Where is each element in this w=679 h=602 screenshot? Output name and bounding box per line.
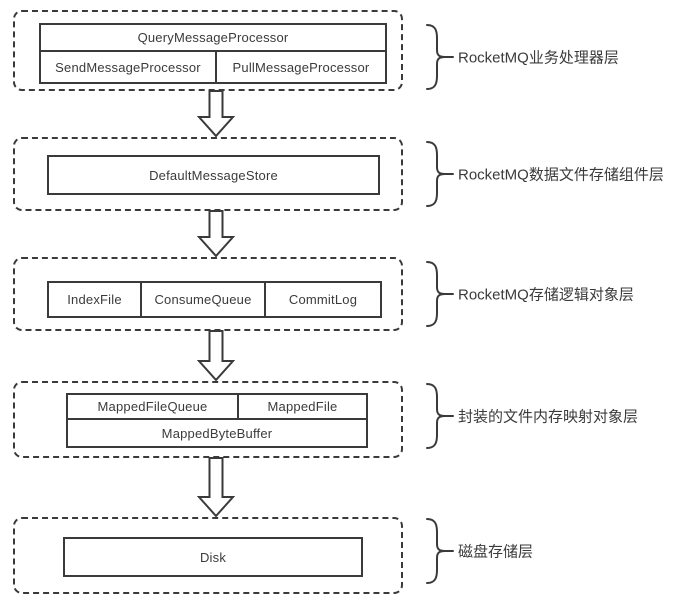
brace-icon [426,141,454,207]
layer-label-mmap-objects: 封装的文件内存映射对象层 [458,408,639,426]
layer-label-logical-objects: RocketMQ存储逻辑对象层 [458,286,634,304]
store-component-table: DefaultMessageStore [47,155,380,195]
arrow-down-icon [197,330,235,381]
node-query-message-processor: QueryMessageProcessor [137,30,289,45]
arrow-down-icon [197,90,235,137]
layer-label-store-component: RocketMQ数据文件存储组件层 [458,166,664,184]
arrow-down-icon [197,210,235,257]
node-pull-message-processor: PullMessageProcessor [232,59,370,75]
node-mapped-file-queue: MappedFileQueue [68,395,239,418]
node-consume-queue: ConsumeQueue [142,283,266,316]
node-commit-log: CommitLog [288,292,358,307]
brace-icon [426,518,454,584]
node-mapped-byte-buffer: MappedByteBuffer [161,425,273,441]
logical-objects-table: IndexFile ConsumeQueue CommitLog [47,281,382,318]
mmap-objects-table: MappedFileQueue MappedFile MappedByteBuf… [66,393,368,448]
node-index-file: IndexFile [49,283,142,316]
brace-icon [426,261,454,327]
brace-icon [426,24,454,90]
node-disk: Disk [199,549,227,565]
layer-label-business-processors: RocketMQ业务处理器层 [458,49,619,67]
node-default-message-store: DefaultMessageStore [149,167,278,183]
node-mapped-file: MappedFile [267,399,338,414]
disk-table: Disk [63,537,363,577]
brace-icon [426,383,454,449]
node-send-message-processor: SendMessageProcessor [41,52,217,82]
arrow-down-icon [197,457,235,517]
business-processor-table: QueryMessageProcessor SendMessageProcess… [39,23,387,84]
layer-label-disk: 磁盘存储层 [458,543,534,561]
